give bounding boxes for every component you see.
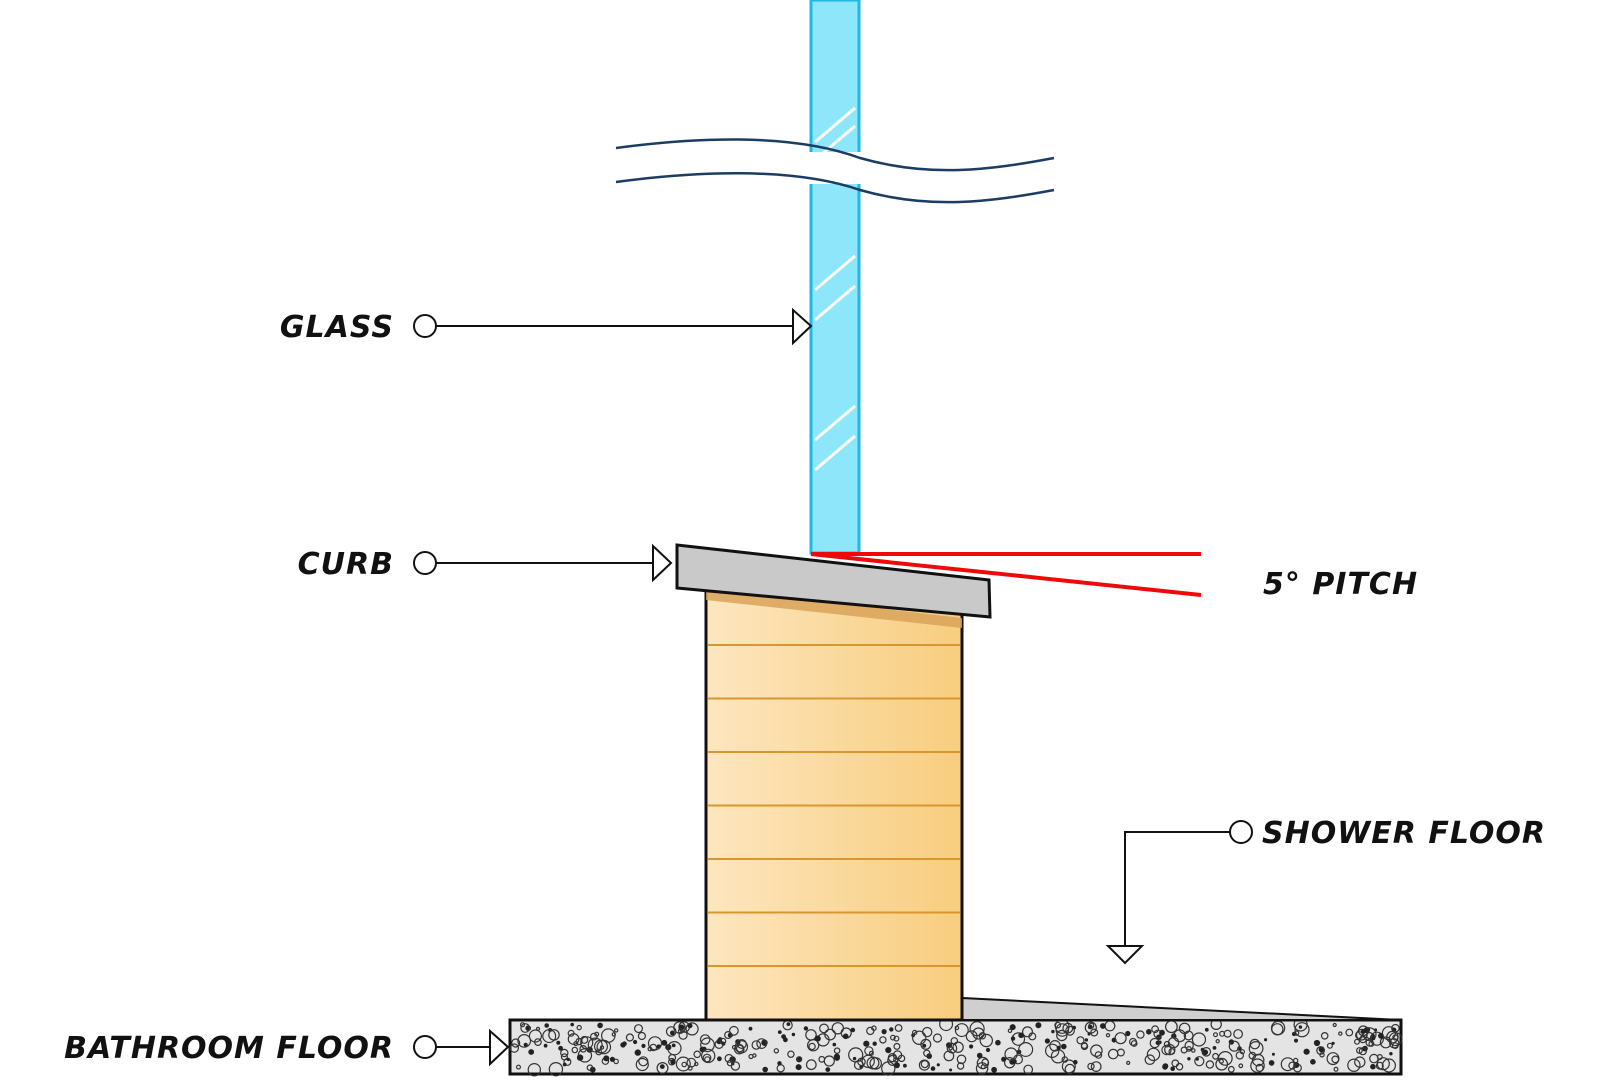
pitch-indicator bbox=[810, 552, 1202, 597]
shower-floor-wedge bbox=[961, 996, 1402, 1021]
curb-label: CURB bbox=[298, 547, 394, 582]
wood-board-joints bbox=[708, 644, 960, 967]
bathroom-floor-slab bbox=[508, 1017, 1403, 1077]
shower-floor-label: SHOWER FLOOR bbox=[1262, 816, 1546, 851]
glass-label: GLASS bbox=[280, 310, 394, 345]
curb-cap bbox=[675, 543, 992, 619]
break-line bbox=[615, 138, 1055, 204]
curb-leader bbox=[413, 543, 673, 583]
concrete-aggregate bbox=[509, 1017, 1403, 1077]
bathroom-floor-leader bbox=[413, 1028, 510, 1067]
glass-leader bbox=[413, 307, 813, 346]
glass-panel bbox=[809, 0, 861, 555]
curb-wood-blocking bbox=[704, 586, 964, 1022]
bathroom-floor-label: BATHROOM FLOOR bbox=[64, 1031, 394, 1066]
pitch-label: 5° PITCH bbox=[1263, 567, 1418, 602]
shower-floor-leader bbox=[1105, 820, 1253, 965]
